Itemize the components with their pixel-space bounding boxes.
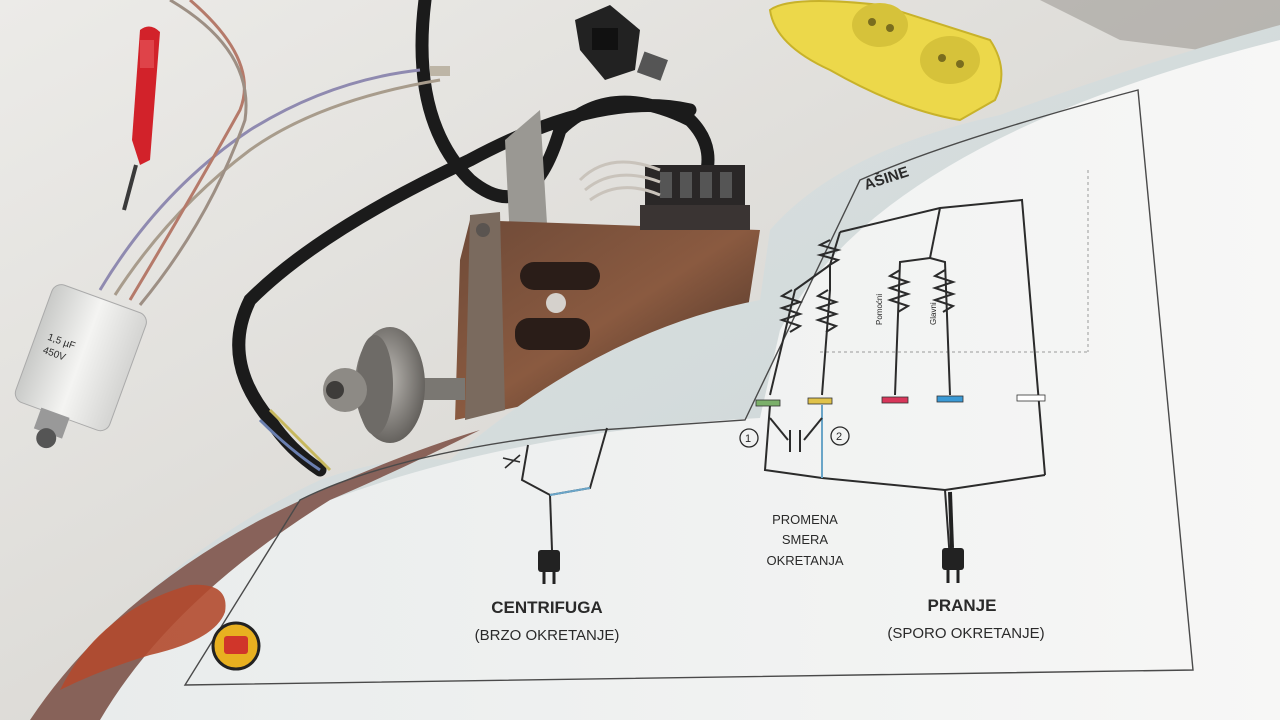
black-power-cable [232, 0, 715, 477]
warning-badge-icon [211, 621, 261, 671]
capacitor-symbol [769, 417, 823, 452]
marker-one-label: 1 [745, 433, 751, 445]
marker-one [739, 428, 759, 448]
voltage-tester [122, 26, 160, 211]
terminal-green [755, 399, 781, 407]
resistor-symbols [778, 239, 957, 333]
direction-note-line2: SMERA [782, 532, 829, 547]
diagram-border [183, 89, 1194, 686]
plug-icon-left [538, 550, 560, 584]
direction-note-line1: PROMENA [772, 512, 838, 527]
terminal-red [881, 396, 909, 404]
pranje-title: PRANJE [928, 596, 997, 615]
yellow-power-strip [768, 0, 1003, 122]
black-connector [575, 5, 668, 81]
label-main-winding: Glavni [929, 302, 938, 325]
finger [60, 584, 226, 690]
left-schematic-wiring [502, 427, 608, 551]
thin-wires [98, 0, 441, 472]
schematic-paper [100, 40, 1280, 720]
terminal-white [1016, 394, 1046, 402]
marker-two-label: 2 [836, 431, 842, 443]
motor-capacitor: 1,5 µF 450V [14, 284, 147, 449]
motor-pulley [323, 327, 465, 443]
pranje-subtitle: (SPORO OKRETANJE) [887, 625, 1044, 642]
marker-two [830, 426, 850, 446]
centrifuga-title: CENTRIFUGA [491, 598, 602, 617]
direction-note-line3: OKRETANJA [766, 553, 843, 568]
label-secondary-winding: Pomoćni [875, 294, 884, 325]
schematic-wiring [763, 198, 1046, 561]
wire-ferrule [430, 66, 450, 76]
plug-icon-right [942, 491, 964, 583]
terminal-yellow [807, 397, 833, 405]
centrifuga-subtitle: (BRZO OKRETANJE) [475, 627, 620, 644]
terminal-blue [936, 395, 964, 403]
